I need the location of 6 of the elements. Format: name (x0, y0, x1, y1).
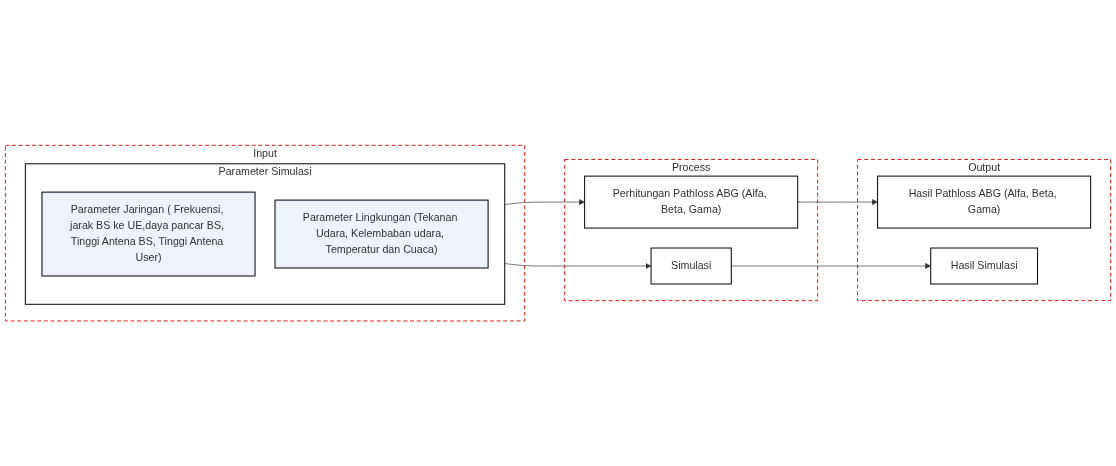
node-box: Hasil Pathloss ABG (Alfa, Beta, Gama) (877, 175, 1092, 229)
node-box: Perhitungan Pathloss ABG (Alfa, Beta, Gama) (584, 175, 799, 229)
node-box: Simulasi (650, 247, 732, 285)
node-box: Parameter Lingkungan (Tekanan Udara, Kelembaban udara, Temperatur dan Cuaca) (274, 199, 489, 269)
node-box: Parameter Jaringan ( Frekuensi, jarak BS ke UE,daya pancar BS, Tinggi Antena BS, Tinggi Antena User) (41, 191, 256, 277)
node-box: Hasil Simulasi (930, 247, 1039, 285)
